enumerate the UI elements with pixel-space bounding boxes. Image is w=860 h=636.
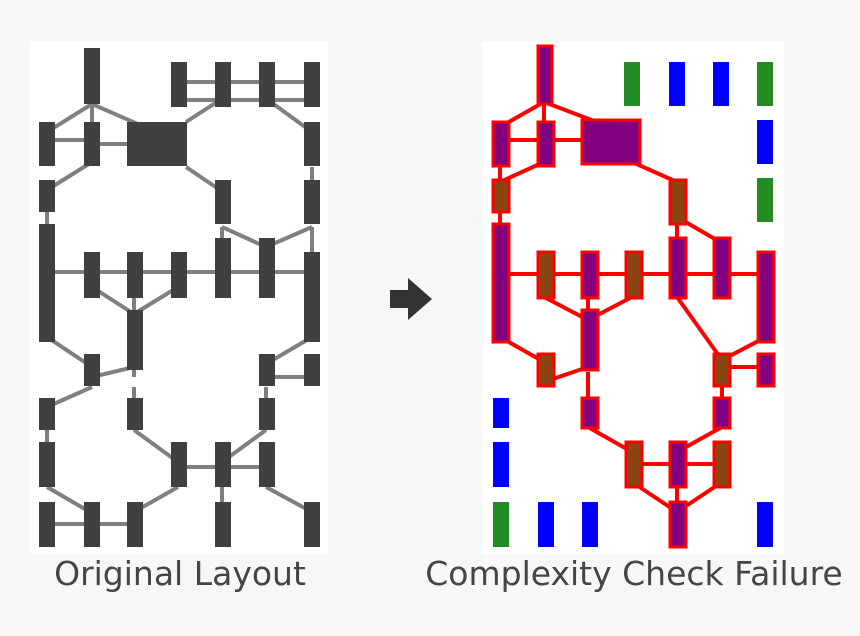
original-layout-diagram [39,48,320,547]
complexity-failure-caption: Complexity Check Failure [425,554,843,593]
original-layout-panel [30,42,328,554]
original-blocks [39,48,320,547]
original-layout-caption: Original Layout [54,554,306,593]
complexity-failure-panel [482,42,784,554]
right-arrow-icon [390,278,432,320]
failure-blocks [491,44,776,549]
complexity-failure-diagram [491,44,776,549]
unused-blocks [493,62,773,547]
